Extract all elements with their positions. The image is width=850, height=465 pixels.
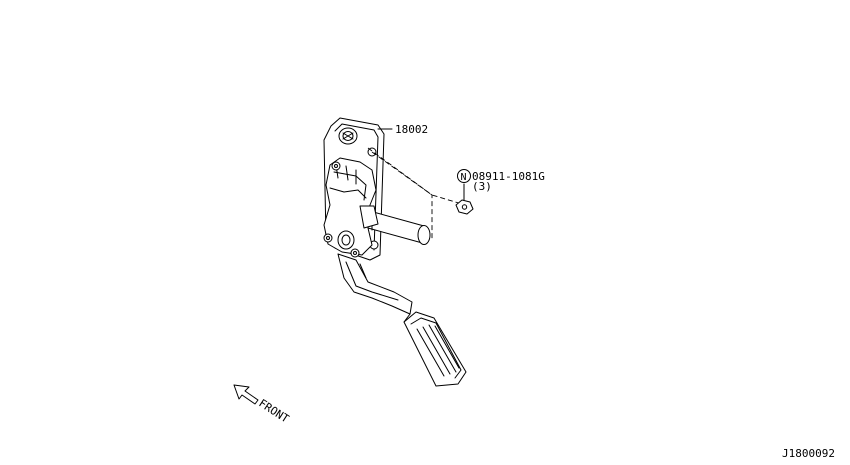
- accelerator-pedal-assembly[interactable]: [323, 117, 467, 387]
- part-number-08911-1081g: 08911-1081G: [472, 170, 545, 183]
- nut-part[interactable]: [455, 183, 474, 215]
- nut-symbol: N: [461, 172, 467, 183]
- installation-guide-lines: [367, 147, 463, 240]
- diagram-id: J1800092: [782, 447, 835, 460]
- front-arrow-icon: [233, 384, 259, 405]
- nut-callout: N 08911-1081G (3): [457, 169, 545, 193]
- front-label: FRONT: [256, 397, 291, 426]
- part-number-18002: 18002: [395, 123, 428, 136]
- front-direction-indicator: FRONT: [233, 384, 292, 426]
- part-quantity: (3): [472, 180, 492, 193]
- n-symbol-circle: [457, 169, 471, 183]
